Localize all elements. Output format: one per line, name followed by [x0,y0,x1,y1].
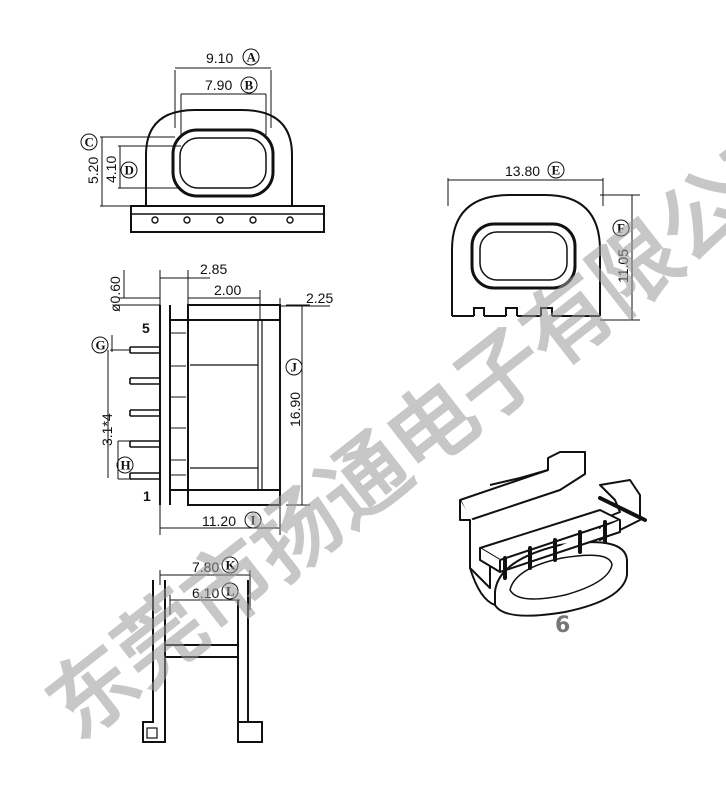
bottom-view [159,304,281,506]
dim-c-value: 5.20 [85,157,101,184]
svg-text:G: G [96,338,106,353]
svg-text:L: L [226,584,235,599]
svg-text:E: E [552,163,561,178]
dim-a-label: A [242,48,260,66]
dim-285-value: 2.85 [200,261,227,277]
svg-text:B: B [245,78,254,93]
dim-h-label: H [116,456,134,474]
svg-text:I: I [251,513,256,528]
dim-i-value: 11.20 [202,513,236,529]
dim-c-label: C [80,133,98,151]
top-view-pin-holes [151,216,294,224]
svg-text:K: K [226,558,237,573]
dim-200-value: 2.00 [214,282,241,298]
dim-k-value: 7.80 [192,559,219,575]
dim-225-value: 2.25 [306,290,333,306]
dim-h-value: 3.1*4 [99,413,115,446]
svg-text:C: C [85,135,94,150]
side-view [451,194,601,317]
figure-number: 6 [555,613,570,638]
svg-text:F: F [617,221,625,236]
lower-side-view [142,580,263,743]
pin-5-label: 5 [142,320,150,336]
dim-l-value: 6.10 [192,585,219,601]
top-view [130,109,325,233]
dim-g-label: G [91,336,109,354]
dim-a-value: 9.10 [206,50,233,66]
isometric-pins [503,496,647,580]
dim-l-label: L [221,582,239,600]
bottom-view-pins [129,332,186,480]
dim-f-value: 11.05 [615,249,631,283]
pin-1-label: 1 [143,488,151,504]
dim-k-label: K [221,556,239,574]
dim-b-label: B [240,76,258,94]
dim-f-label: F [612,219,630,237]
company-watermark: 东莞市扬通电子有限公司 [29,97,726,758]
dim-i-label: I [244,511,262,529]
dim-j-label: J [285,358,303,376]
svg-text:J: J [291,360,298,375]
dim-j-value: 16.90 [287,392,303,427]
isometric-view [459,451,641,617]
dim-d-label: D [120,161,138,179]
svg-text:D: D [125,163,134,178]
svg-text:A: A [247,50,257,65]
dim-g-value: ø0.60 [107,276,123,312]
dim-e-label: E [547,161,565,179]
dim-d-value: 4.10 [103,156,119,183]
dim-e-value: 13.80 [505,163,540,179]
dim-b-value: 7.90 [205,77,232,93]
svg-text:H: H [121,458,131,473]
